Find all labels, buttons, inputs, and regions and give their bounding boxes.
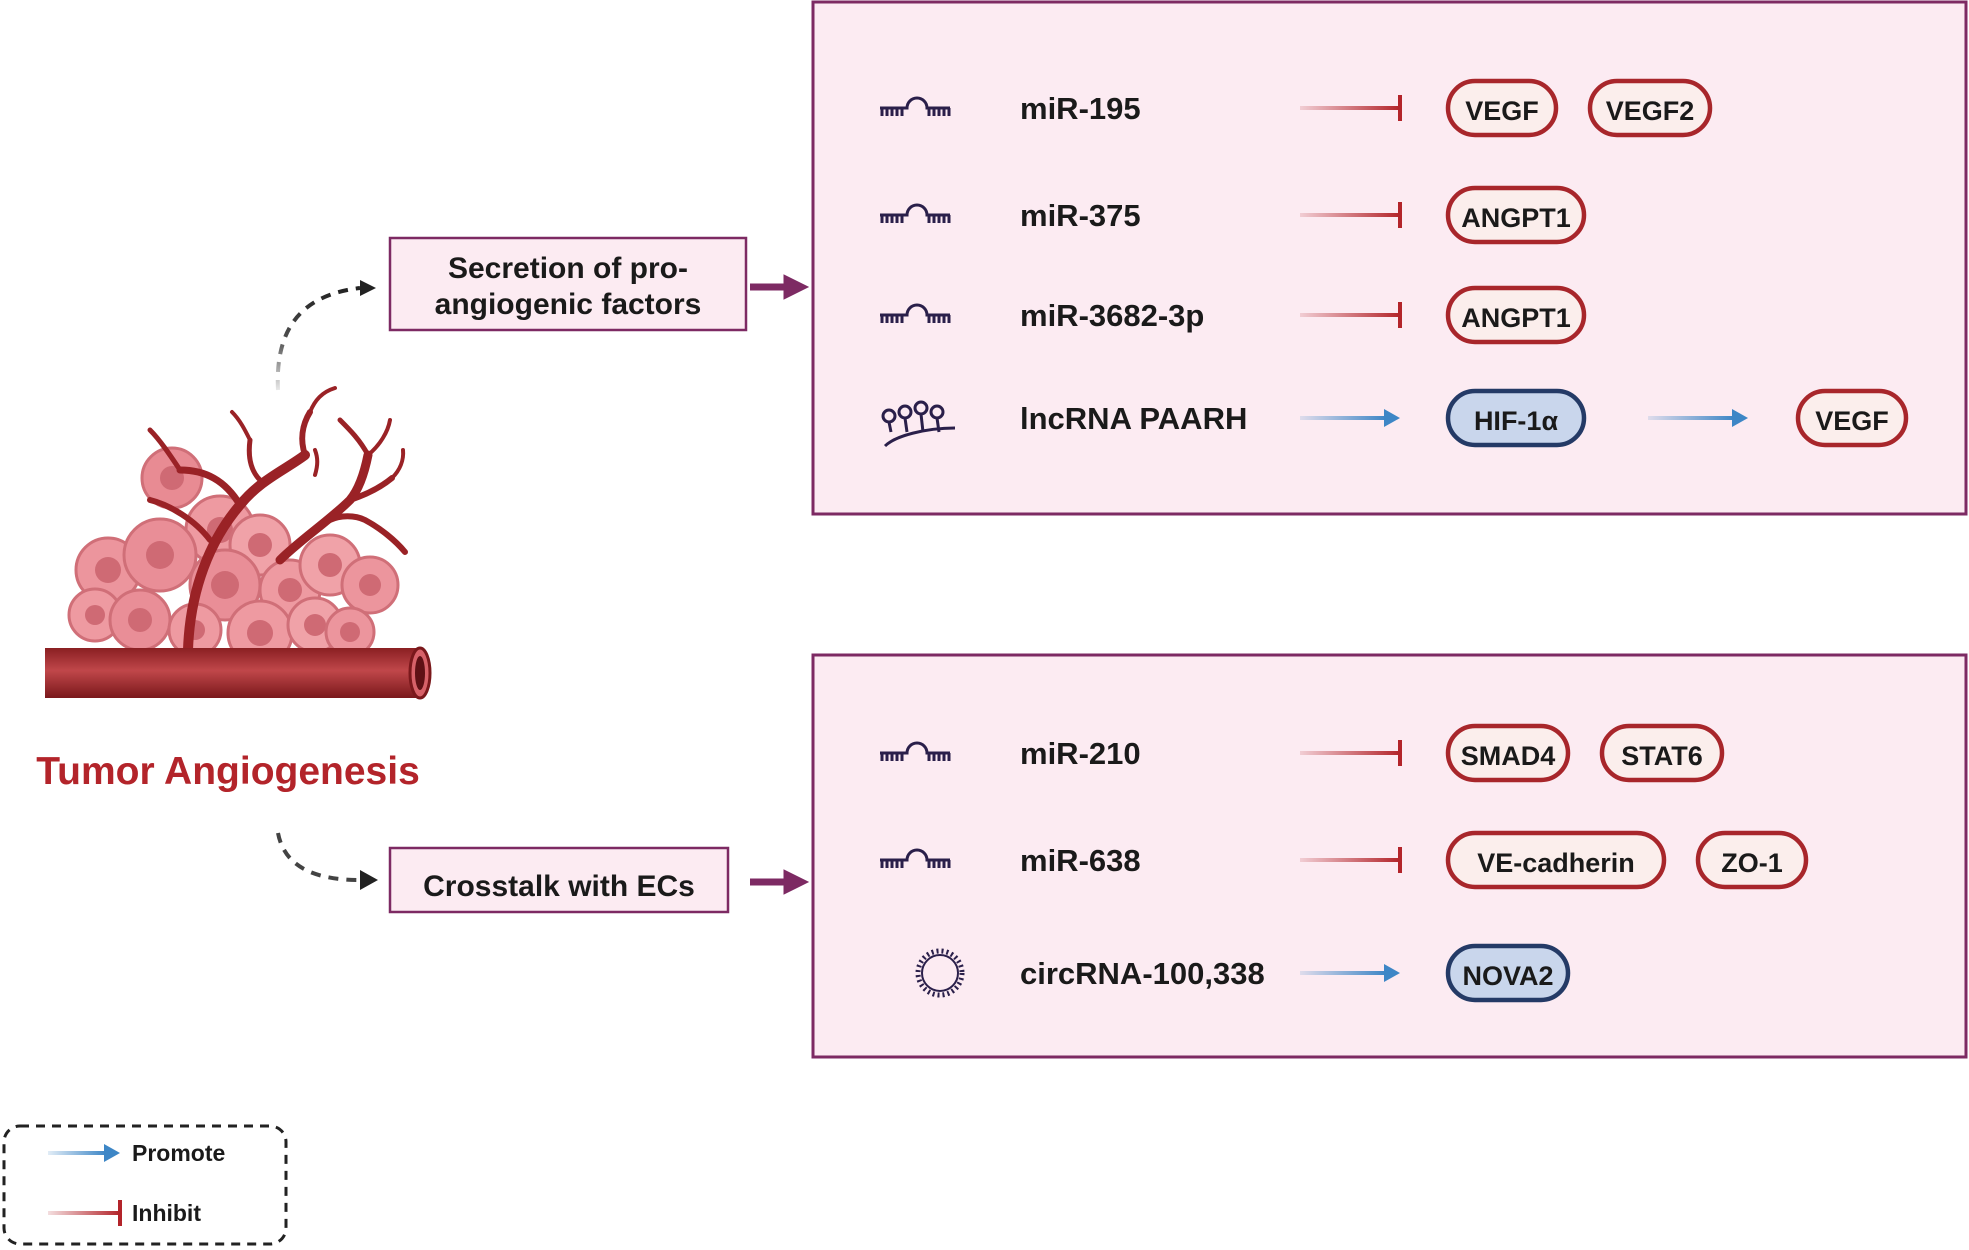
mirna-hairpin-icon bbox=[880, 848, 951, 868]
target-pill: ZO-1 bbox=[1695, 830, 1809, 890]
mirna-hairpin-icon bbox=[880, 96, 951, 116]
regulation-row: miR-375 ANGPT1 bbox=[880, 185, 1587, 245]
regulator-label: miR-210 bbox=[1020, 736, 1141, 771]
dashed-arrowhead-secretion bbox=[360, 280, 376, 296]
legend-label: Inhibit bbox=[132, 1200, 201, 1226]
regulation-row: miR-3682-3p ANGPT1 bbox=[880, 285, 1587, 345]
promote-arrow bbox=[1648, 409, 1748, 427]
target-label: ZO-1 bbox=[1721, 848, 1783, 878]
category-secretion-line2: angiogenic factors bbox=[435, 288, 702, 321]
target-label: SMAD4 bbox=[1461, 741, 1556, 771]
target-pill: VEGF2 bbox=[1587, 78, 1713, 138]
category-connectors bbox=[275, 280, 378, 890]
tumor-illustration bbox=[45, 386, 432, 700]
target-pill: SMAD4 bbox=[1445, 723, 1571, 783]
panel-arrows bbox=[750, 274, 810, 895]
target-label: NOVA2 bbox=[1462, 961, 1553, 991]
tumor-vessels bbox=[147, 386, 408, 655]
regulator-label: circRNA-100,338 bbox=[1020, 956, 1265, 991]
target-label: VE-cadherin bbox=[1477, 848, 1635, 878]
diagram-title: Tumor Angiogenesis bbox=[36, 750, 420, 793]
mirna-hairpin-icon bbox=[880, 203, 951, 223]
target-pill: STAT6 bbox=[1599, 723, 1725, 783]
legend-item: Promote bbox=[48, 1140, 225, 1166]
regulation-row: miR-638 VE-cadherin ZO-1 bbox=[880, 830, 1809, 890]
legend-label: Promote bbox=[132, 1140, 225, 1166]
regulation-row: lncRNA PAARH HIF-1α VEGF bbox=[881, 388, 1909, 448]
circrna-icon bbox=[915, 948, 965, 998]
target-pill: ANGPT1 bbox=[1445, 285, 1587, 345]
regulation-row: miR-195 VEGF VEGF2 bbox=[880, 78, 1713, 138]
target-label: ANGPT1 bbox=[1461, 303, 1571, 333]
panel-arrow-top-head bbox=[783, 274, 810, 300]
target-pill: VEGF bbox=[1445, 78, 1559, 138]
target-pill: HIF-1α bbox=[1445, 388, 1587, 448]
inhibit-arrow bbox=[1300, 302, 1402, 328]
target-label: ANGPT1 bbox=[1461, 203, 1571, 233]
regulator-label: miR-195 bbox=[1020, 91, 1141, 126]
dashed-arrowhead-crosstalk bbox=[360, 870, 378, 890]
inhibit-arrow bbox=[1300, 202, 1402, 228]
legend-item: Inhibit bbox=[48, 1200, 201, 1226]
promote-arrow bbox=[1300, 964, 1400, 982]
inhibit-arrow bbox=[1300, 847, 1402, 873]
panel-secretion bbox=[811, 0, 1968, 516]
panel-arrow-bottom-head bbox=[783, 869, 810, 895]
dashed-arrow-to-secretion bbox=[275, 286, 361, 391]
target-pill: VEGF bbox=[1795, 388, 1909, 448]
legend-promote-arrow bbox=[48, 1144, 120, 1162]
category-secretion: Secretion of pro- angiogenic factors bbox=[388, 236, 748, 332]
regulator-label: miR-3682-3p bbox=[1020, 298, 1204, 333]
target-pill: NOVA2 bbox=[1445, 943, 1571, 1003]
mirna-hairpin-icon bbox=[880, 741, 951, 761]
target-label: VEGF bbox=[1815, 406, 1889, 436]
target-label: VEGF bbox=[1465, 96, 1539, 126]
regulator-label: miR-375 bbox=[1020, 198, 1141, 233]
inhibit-arrow bbox=[1300, 740, 1402, 766]
regulator-label: miR-638 bbox=[1020, 843, 1141, 878]
lncrna-icon bbox=[881, 400, 956, 448]
dashed-arrow-to-crosstalk bbox=[276, 832, 361, 882]
target-label: VEGF2 bbox=[1606, 96, 1695, 126]
mirna-hairpin-icon bbox=[880, 303, 951, 323]
blood-vessel bbox=[45, 646, 432, 700]
inhibit-arrow bbox=[1300, 95, 1402, 121]
legend-inhibit-arrow bbox=[48, 1200, 122, 1226]
tumor-cells bbox=[67, 446, 400, 667]
target-label: HIF-1α bbox=[1474, 406, 1559, 436]
target-pill: ANGPT1 bbox=[1445, 185, 1587, 245]
target-label: STAT6 bbox=[1621, 741, 1703, 771]
regulation-row: circRNA-100,338 NOVA2 bbox=[915, 943, 1571, 1003]
promote-arrow bbox=[1300, 409, 1400, 427]
category-crosstalk: Crosstalk with ECs bbox=[388, 846, 730, 914]
regulator-label: lncRNA PAARH bbox=[1020, 401, 1247, 436]
regulation-row: miR-210 SMAD4 STAT6 bbox=[880, 723, 1725, 783]
category-crosstalk-label: Crosstalk with ECs bbox=[423, 870, 695, 903]
category-secretion-line1: Secretion of pro- bbox=[448, 252, 688, 285]
target-pill: VE-cadherin bbox=[1445, 830, 1667, 890]
